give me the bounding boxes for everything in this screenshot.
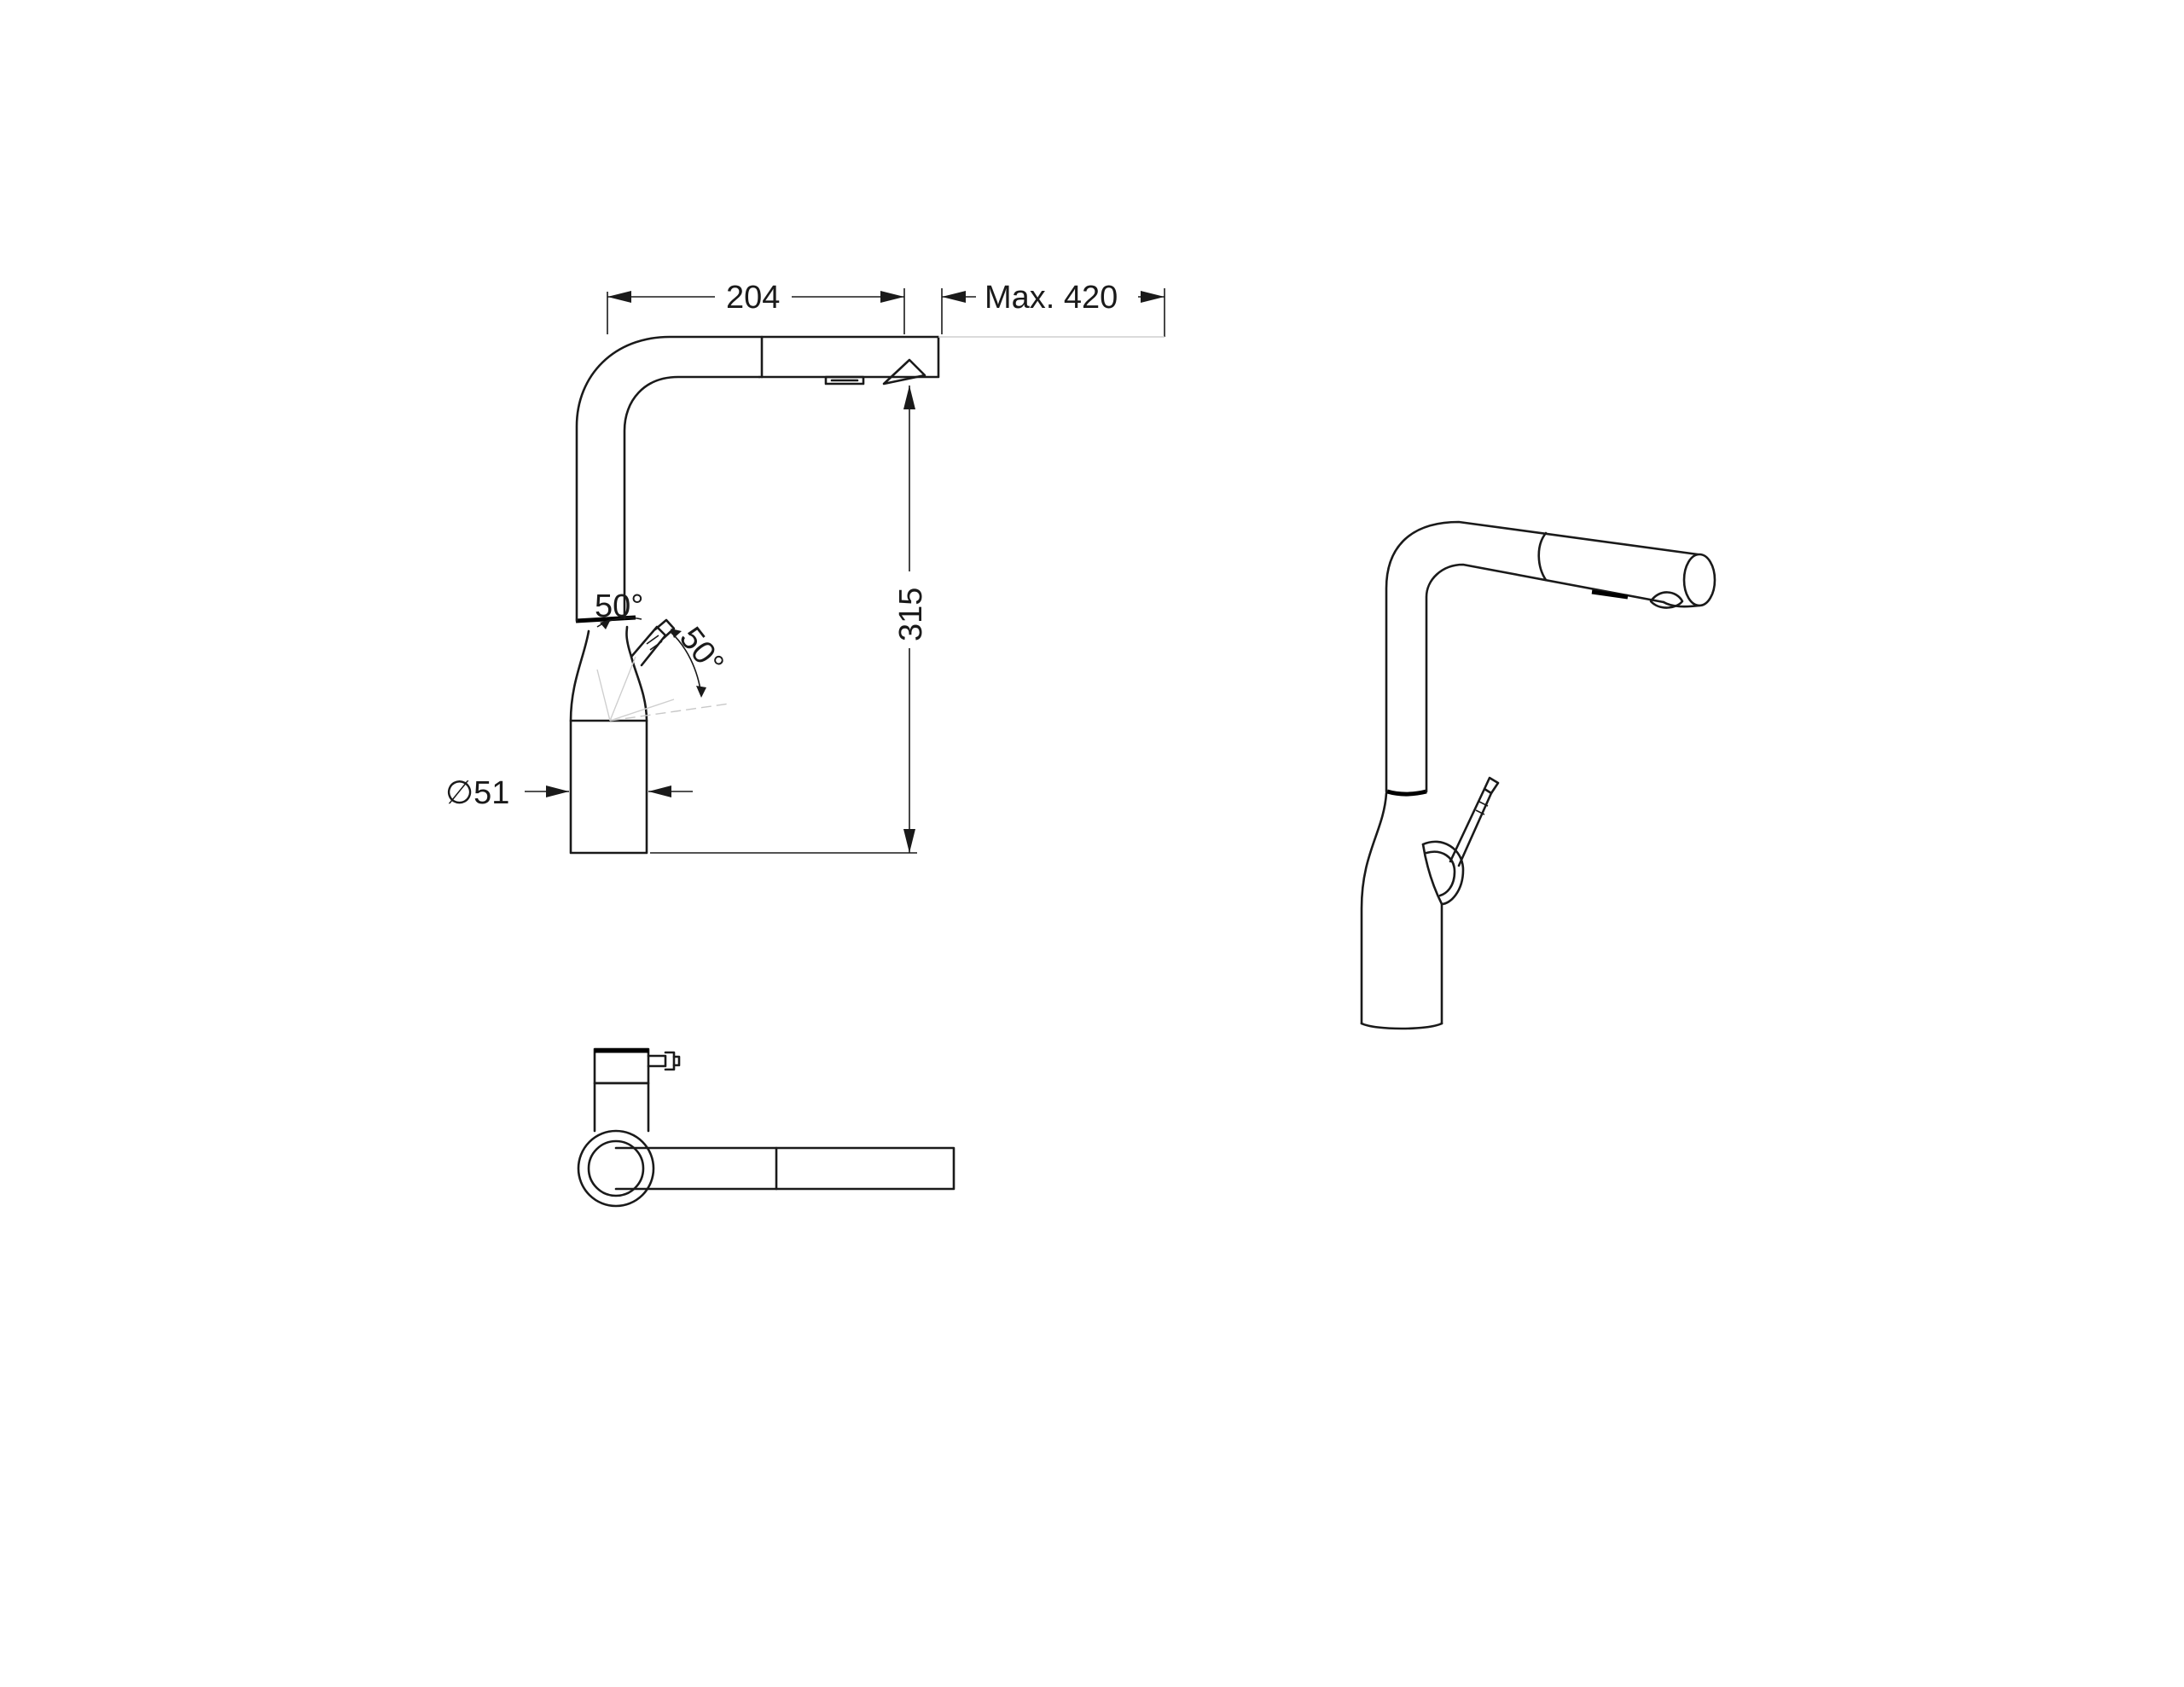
dim-arrow-315-bottom [903,829,915,853]
angle-arrow-left [600,619,611,629]
plan-lever-body [593,1081,650,1133]
faucet-lever-tip [653,618,676,640]
persp-base-body [1360,791,1443,1025]
spray-aerator [824,375,865,386]
dim-arrow-204-right [880,291,904,303]
persp-neck-ring [1386,789,1427,797]
faucet-spout-outer [575,335,940,623]
persp-lever-detail [1475,801,1489,815]
plan-lever-handle-end [672,1055,681,1067]
dim-arrow-420-right [1141,291,1165,303]
angle-arrow-right [696,686,706,698]
persp-spout-joint [1537,531,1548,582]
lever-angle-ghost-line [609,703,730,722]
plan-lever-handle-tip [664,1051,676,1071]
dim-label-315: 315 [893,588,929,641]
faucet-spout-inner [623,375,761,620]
lever-angle-arc-left [596,617,642,628]
faucet-lever [630,625,667,667]
plan-base-inner-circle [587,1139,645,1197]
persp-lever-rod [1449,787,1493,867]
plan-base-outer-circle [577,1129,655,1208]
lever-angle-right-label: 50° [672,621,730,681]
dim-arrow-d51-right [648,786,671,797]
front-elevation-view: 50° 50° 204 Max. 420 315 ∅51 [445,273,1165,855]
lever-angle-left-label: 50° [595,588,643,624]
persp-spout-outer [1385,520,1699,793]
dim-arrow-d51-left [546,786,569,797]
persp-lever-hub [1421,840,1465,906]
dim-label-204: 204 [726,280,780,316]
dim-arrow-420-left [942,291,966,303]
persp-spray-head-end [1682,553,1716,607]
plan-lever-cap [593,1047,650,1085]
persp-lever-hub-inner [1425,850,1456,897]
persp-lever-tip [1483,776,1500,795]
top-plan-view [577,1047,956,1208]
lever-sweep-ghost [596,656,675,722]
dim-label-d51: ∅51 [445,775,509,811]
perspective-view [1360,520,1716,1030]
persp-spray-nozzle [1649,591,1684,609]
persp-aerator [1591,589,1629,600]
angle-arrow-mid [671,629,682,638]
spray-head-nozzle [882,358,926,386]
dim-line-315 [650,386,917,854]
persp-base-bottom [1360,1022,1443,1030]
faucet-base-body [569,719,648,855]
dim-arrow-315-top [903,386,915,409]
faucet-tapered-neck [569,625,648,722]
plan-spout-arm [614,1146,956,1191]
dim-arrow-204-left [607,291,631,303]
persp-spray-head-lower [1662,600,1701,608]
dim-label-max420: Max. 420 [985,280,1118,316]
persp-spout-inner [1425,563,1665,793]
faucet-lever-detail [646,635,663,651]
plan-lever-handle [647,1054,667,1068]
